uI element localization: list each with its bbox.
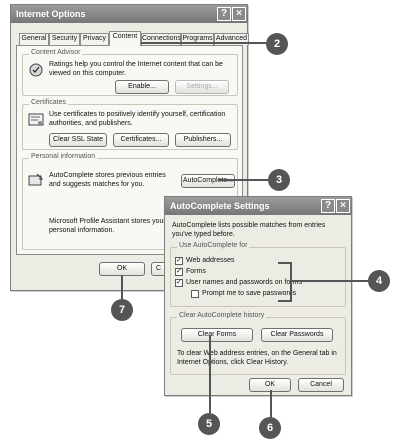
callout-7: 7 bbox=[111, 299, 133, 321]
autocomplete-intro: AutoComplete lists possible matches from… bbox=[172, 222, 326, 238]
content-advisor-group: Content Advisor Ratings help you control… bbox=[22, 49, 238, 96]
clear-history-group: Clear AutoComplete history Clear Forms C… bbox=[170, 312, 346, 375]
callout-5: 5 bbox=[198, 413, 220, 435]
callout-4: 4 bbox=[368, 270, 390, 292]
tab-privacy[interactable]: Privacy bbox=[80, 33, 109, 45]
callout-4-bracket bbox=[278, 262, 292, 302]
personal-information-label: Personal information bbox=[29, 153, 98, 160]
content-advisor-text: Ratings help you control the Internet co… bbox=[49, 61, 223, 77]
clear-forms-button[interactable]: Clear Forms bbox=[181, 328, 253, 342]
certificates-button[interactable]: Certificates... bbox=[113, 133, 169, 147]
autocomplete-icon bbox=[28, 173, 44, 186]
dialog-help-icon[interactable]: ? bbox=[321, 199, 335, 213]
help-icon[interactable]: ? bbox=[217, 7, 231, 21]
callout-6: 6 bbox=[259, 417, 281, 439]
callout-7-line bbox=[121, 275, 123, 299]
close-icon[interactable]: × bbox=[232, 7, 246, 21]
tab-general[interactable]: General bbox=[19, 33, 49, 45]
autocomplete-settings-dialog: AutoComplete Settings ? × AutoComplete l… bbox=[164, 196, 352, 396]
certificates-group: Certificates Use certificates to positiv… bbox=[22, 99, 238, 150]
callout-5-line bbox=[209, 335, 211, 413]
certificates-label: Certificates bbox=[29, 99, 69, 106]
callout-2-line bbox=[126, 42, 266, 44]
user-names-passwords-label: User names and passwords on forms bbox=[186, 279, 302, 286]
callout-4-line bbox=[292, 280, 368, 282]
dialog-cancel-button[interactable]: Cancel bbox=[298, 378, 344, 392]
prompt-save-passwords-label: Prompt me to save passwords bbox=[202, 290, 297, 297]
clear-history-note: To clear Web address entries, on the Gen… bbox=[177, 350, 337, 366]
callout-3: 3 bbox=[268, 169, 290, 191]
use-autocomplete-label: Use AutoComplete for bbox=[177, 242, 250, 249]
tab-security[interactable]: Security bbox=[49, 33, 80, 45]
forms-checkbox[interactable]: ✓ bbox=[175, 268, 183, 276]
prompt-save-passwords-checkbox[interactable] bbox=[191, 290, 199, 298]
enable-button[interactable]: Enable... bbox=[115, 80, 169, 94]
clear-history-label: Clear AutoComplete history bbox=[177, 312, 267, 319]
content-settings-button[interactable]: Settings... bbox=[175, 80, 229, 94]
callout-3-line bbox=[218, 179, 268, 181]
dialog-title: AutoComplete Settings bbox=[170, 201, 270, 211]
window-title: Internet Options bbox=[16, 9, 86, 19]
use-autocomplete-group: Use AutoComplete for ✓ Web addresses ✓ F… bbox=[170, 242, 346, 307]
profile-assistant-text: Microsoft Profile Assistant stores your … bbox=[49, 218, 166, 234]
autocomplete-button[interactable]: AutoComplete... bbox=[181, 174, 235, 188]
clear-passwords-button[interactable]: Clear Passwords bbox=[261, 328, 333, 342]
web-addresses-label: Web addresses bbox=[186, 257, 235, 264]
forms-label: Forms bbox=[186, 268, 206, 275]
tab-content[interactable]: Content bbox=[109, 31, 141, 46]
autocomplete-text: AutoComplete stores previous entries and… bbox=[49, 172, 166, 188]
web-addresses-checkbox[interactable]: ✓ bbox=[175, 257, 183, 265]
certificate-icon bbox=[28, 113, 44, 126]
callout-2: 2 bbox=[266, 33, 288, 55]
user-names-passwords-checkbox[interactable]: ✓ bbox=[175, 279, 183, 287]
content-advisor-label: Content Advisor bbox=[29, 49, 83, 56]
autocomplete-titlebar[interactable]: AutoComplete Settings bbox=[165, 197, 351, 215]
dialog-close-icon[interactable]: × bbox=[336, 199, 350, 213]
callout-6-line bbox=[270, 390, 272, 418]
internet-options-window: Internet Options ? × General Security Pr… bbox=[10, 4, 249, 291]
certificates-text: Use certificates to positively identify … bbox=[49, 111, 226, 127]
internet-options-titlebar[interactable]: Internet Options bbox=[11, 5, 247, 23]
content-advisor-icon bbox=[29, 63, 43, 77]
publishers-button[interactable]: Publishers... bbox=[175, 133, 231, 147]
ok-button[interactable]: OK bbox=[99, 262, 145, 276]
clear-ssl-state-button[interactable]: Clear SSL State bbox=[49, 133, 107, 147]
